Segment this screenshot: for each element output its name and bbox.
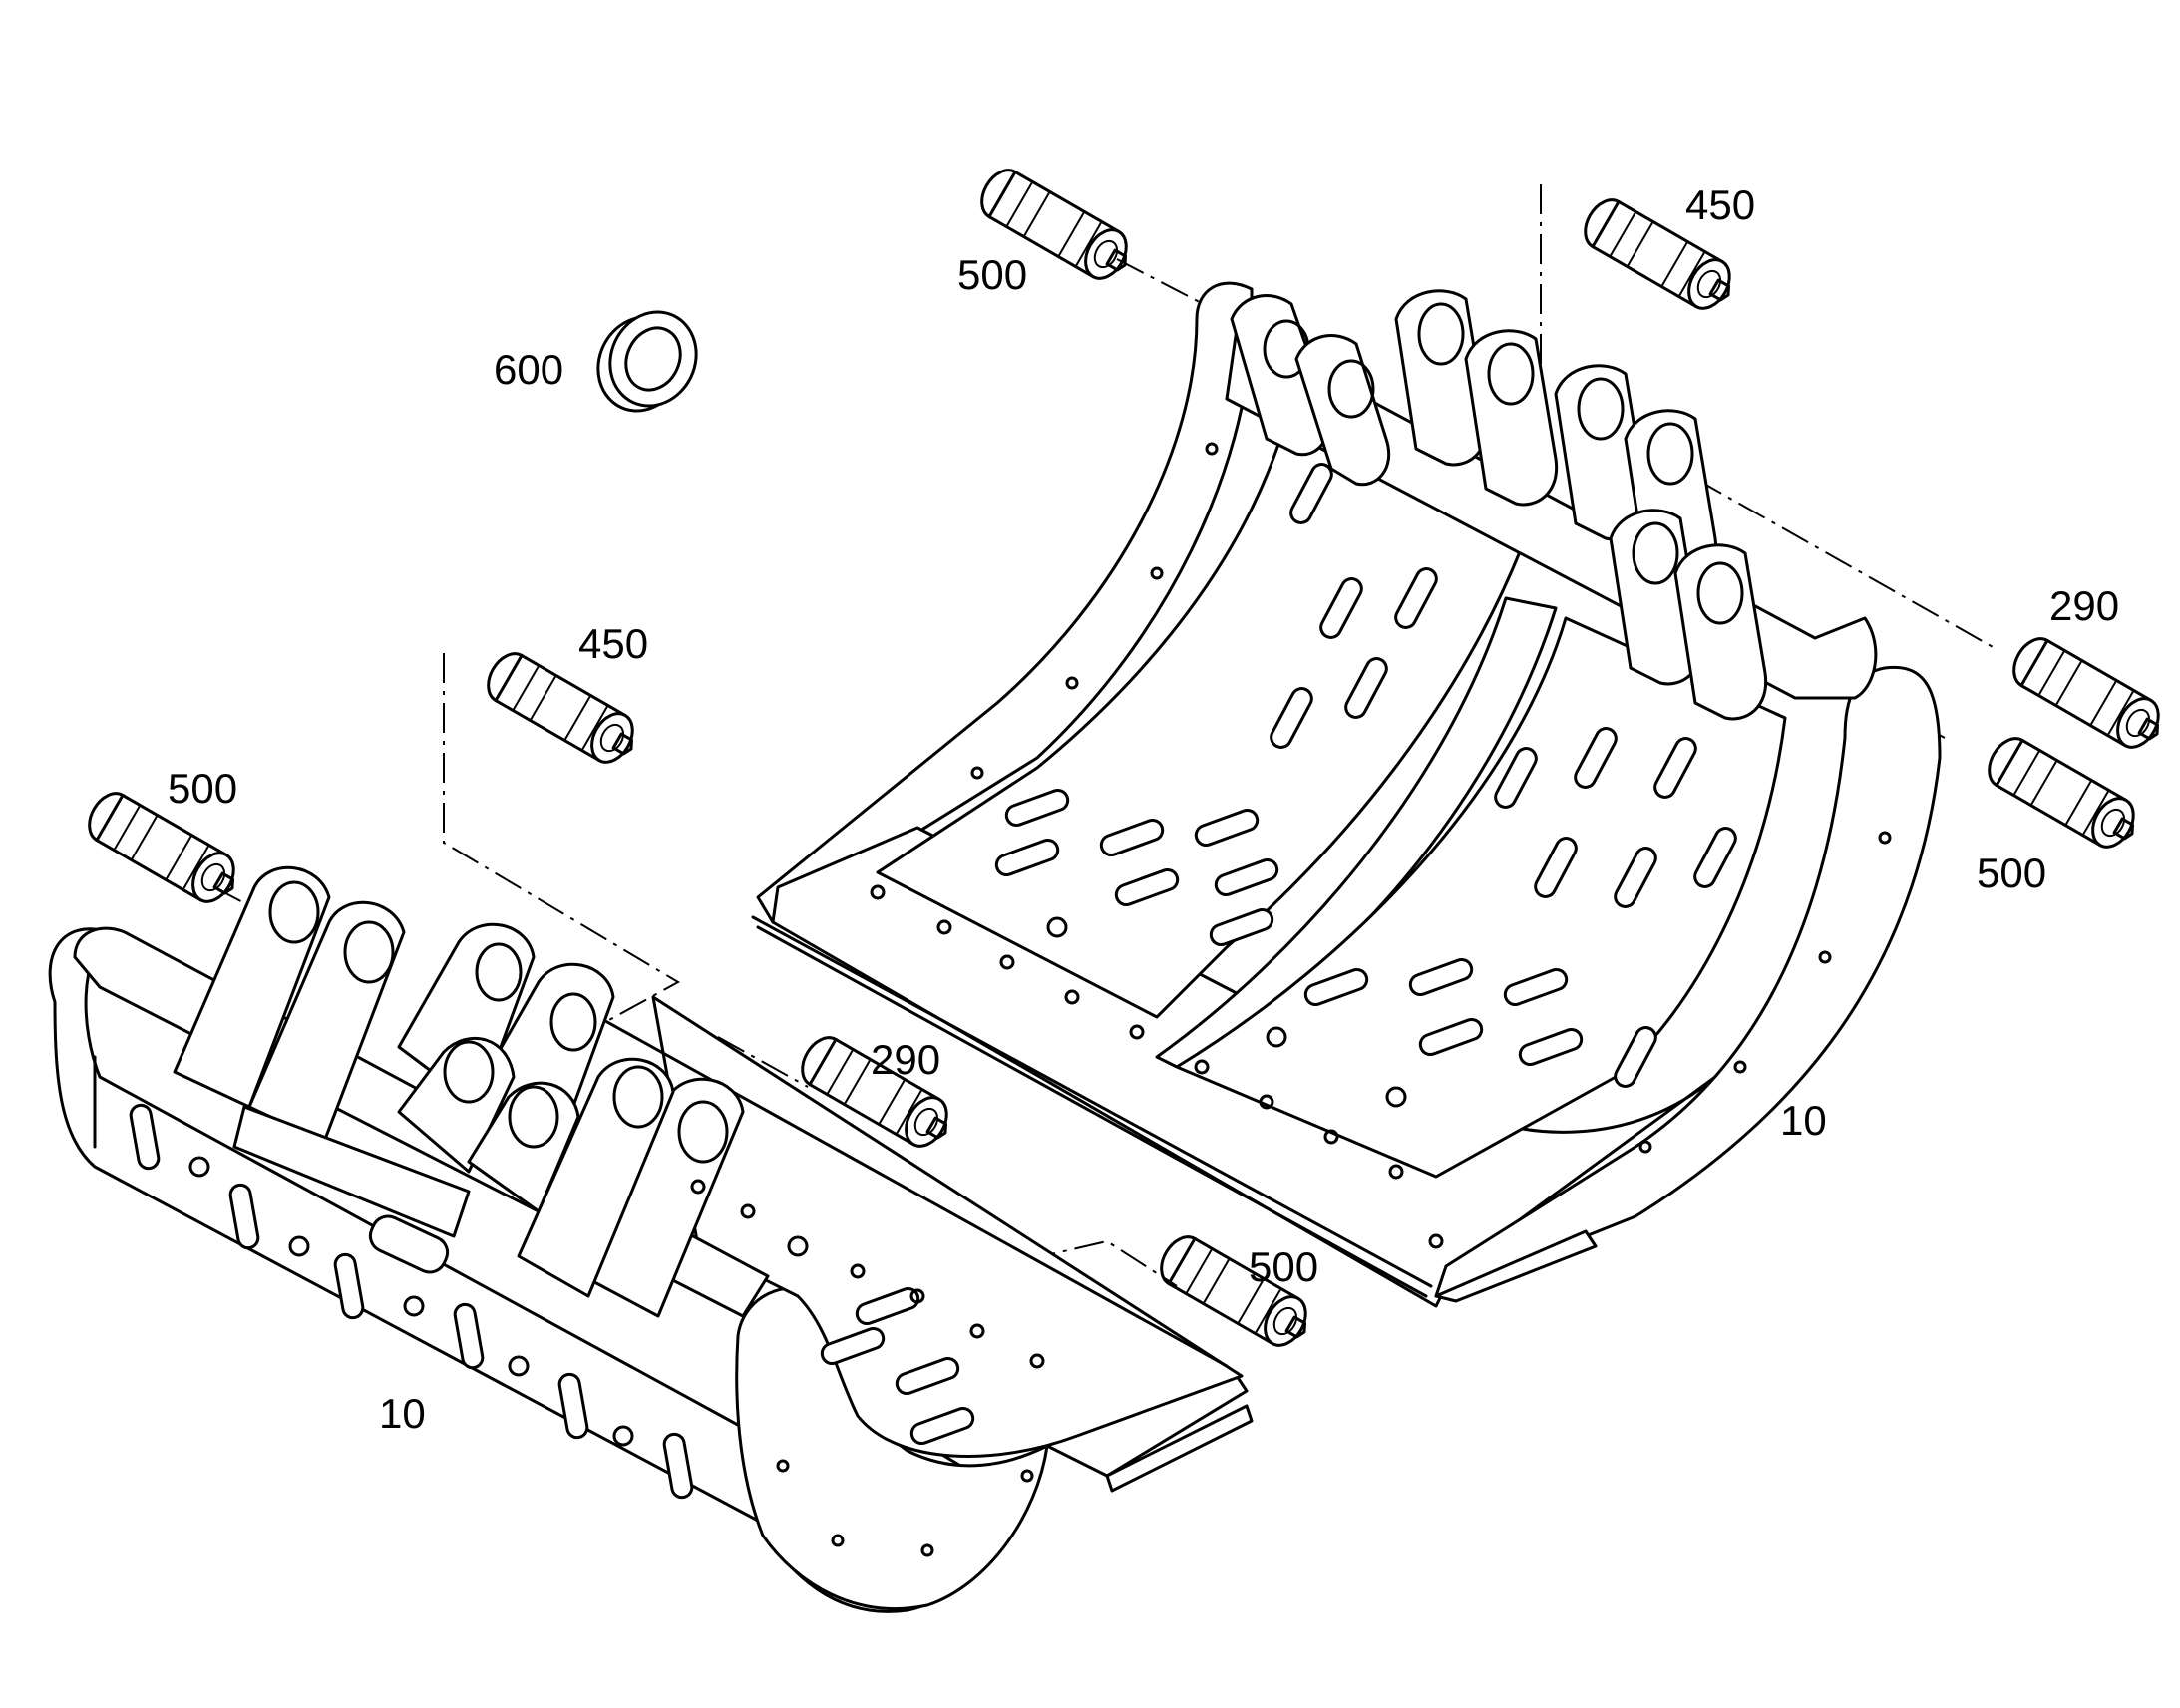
- callout-500-left: 500: [168, 765, 237, 812]
- bucket-left: [48, 865, 1254, 1613]
- callout-labels: 500 450 600 450 500 290 500 290 500 10 1…: [168, 181, 2119, 1437]
- bucket-right: [751, 281, 1942, 1308]
- callout-10-right: 10: [1780, 1097, 1827, 1144]
- callout-450-top: 450: [1685, 181, 1755, 228]
- callout-450-left: 450: [578, 620, 648, 667]
- callout-290-right: 290: [2049, 582, 2119, 629]
- spacer-ring-600: [596, 310, 698, 413]
- callout-600: 600: [494, 346, 563, 393]
- callout-500-right: 500: [1977, 850, 2046, 896]
- callout-500-top: 500: [957, 251, 1027, 298]
- callout-10-left: 10: [379, 1390, 426, 1437]
- pin-290-right: [2005, 631, 2170, 756]
- callout-290-mid: 290: [871, 1036, 940, 1083]
- pin-500-right: [1981, 731, 2145, 855]
- callout-500-mid: 500: [1249, 1243, 1318, 1290]
